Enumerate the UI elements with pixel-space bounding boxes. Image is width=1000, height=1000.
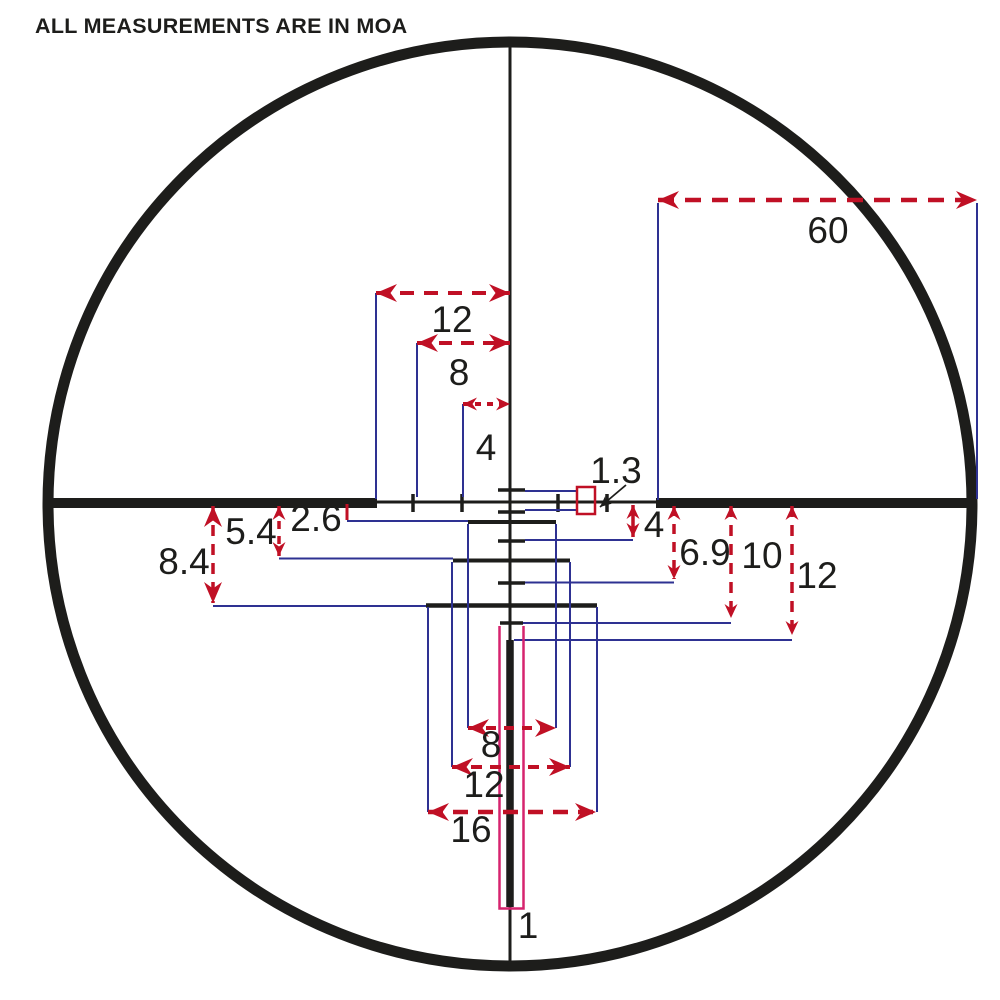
dim-label-2-6: 2.6 [290,498,341,539]
dim-label-8-4: 8.4 [158,541,209,582]
diagram-title: ALL MEASUREMENTS ARE IN MOA [35,14,407,38]
dim-label-1: 1 [518,905,539,946]
dim-label-top-8: 8 [449,352,470,393]
dim-label-top-4: 4 [476,427,497,468]
dim-label-6-9: 6.9 [679,532,730,573]
dim-label-right-12: 12 [796,555,837,596]
dim-label-top-12: 12 [431,299,472,340]
dim-label-60: 60 [807,210,848,251]
dim-label-bottom-16: 16 [450,809,491,850]
dim-label-right-4: 4 [644,504,665,545]
dim-label-bottom-12: 12 [463,764,504,805]
gap-leader-line [599,484,627,508]
dim-label-1-3: 1.3 [590,450,641,491]
dim-label-10: 10 [741,535,782,576]
dim-label-bottom-8: 8 [481,724,502,765]
dim-label-5-4: 5.4 [225,511,276,552]
tick-gap-highlight-box [575,485,597,516]
